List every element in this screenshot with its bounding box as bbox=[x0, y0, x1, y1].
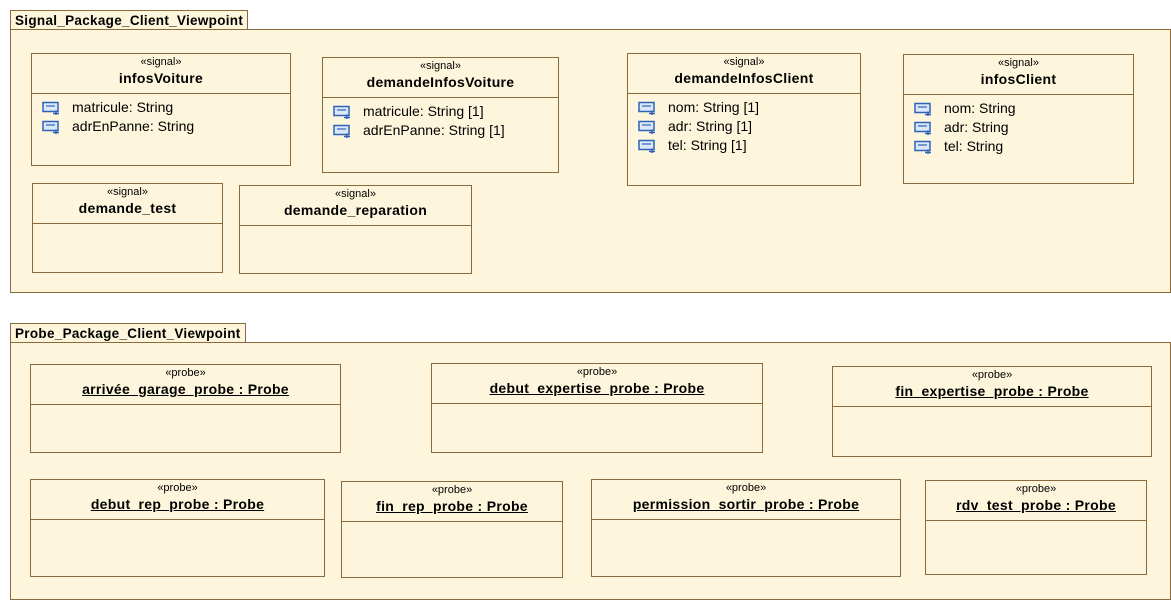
instance-name: fin_expertise_probe : Probe bbox=[895, 383, 1089, 399]
instance-name: arrivée_garage_probe : Probe bbox=[82, 381, 289, 397]
attribute-icon bbox=[914, 121, 931, 135]
attribute-compartment: nom: String adr: String tel: String bbox=[904, 95, 1133, 160]
probe-package-tab[interactable]: Probe_Package_Client_Viewpoint bbox=[10, 323, 246, 343]
attribute-row[interactable]: nom: String bbox=[910, 99, 1127, 118]
attribute-text: adrEnPanne: String [1] bbox=[363, 122, 505, 138]
attribute-text: tel: String [1] bbox=[668, 137, 747, 153]
stereotype-label: «signal» bbox=[335, 188, 376, 200]
class-name: demande_reparation bbox=[283, 202, 428, 218]
signal-class-demande-infos-client[interactable]: «signal» demandeInfosClient nom: String … bbox=[627, 53, 861, 186]
class-header: «probe» fin_rep_probe : Probe bbox=[342, 482, 562, 522]
attribute-text: nom: String bbox=[944, 100, 1016, 116]
attribute-compartment: nom: String [1] adr: String [1] tel: Str… bbox=[628, 94, 860, 159]
class-name: demandeInfosClient bbox=[674, 70, 814, 86]
class-name: infosClient bbox=[980, 71, 1057, 87]
attribute-icon bbox=[333, 105, 350, 119]
attribute-icon bbox=[914, 140, 931, 154]
attribute-icon bbox=[914, 102, 931, 116]
class-header: «signal» demandeInfosClient bbox=[628, 54, 860, 94]
probe-instance-fin-rep[interactable]: «probe» fin_rep_probe : Probe bbox=[341, 481, 563, 578]
probe-instance-debut-rep[interactable]: «probe» debut_rep_probe : Probe bbox=[30, 479, 325, 577]
class-header: «signal» demande_reparation bbox=[240, 186, 471, 226]
class-header: «signal» demande_test bbox=[33, 184, 222, 224]
instance-name: rdv_test_probe : Probe bbox=[956, 497, 1116, 513]
attribute-text: nom: String [1] bbox=[668, 99, 760, 115]
attribute-row[interactable]: adr: String [1] bbox=[634, 117, 854, 136]
class-header: «signal» infosClient bbox=[904, 55, 1133, 95]
attribute-icon bbox=[333, 124, 350, 138]
signal-class-demande-reparation[interactable]: «signal» demande_reparation bbox=[239, 185, 472, 274]
attribute-text: matricule: String [1] bbox=[363, 103, 484, 119]
stereotype-label: «probe» bbox=[1015, 483, 1057, 495]
class-header: «probe» debut_rep_probe : Probe bbox=[31, 480, 324, 520]
stereotype-label: «probe» bbox=[165, 367, 206, 379]
attribute-icon bbox=[42, 120, 59, 134]
instance-name: debut_rep_probe : Probe bbox=[90, 496, 265, 512]
stereotype-label: «probe» bbox=[725, 482, 767, 494]
class-header: «signal» demandeInfosVoiture bbox=[323, 58, 558, 98]
attribute-compartment: matricule: String adrEnPanne: String bbox=[32, 94, 290, 140]
attribute-row[interactable]: matricule: String [1] bbox=[329, 102, 552, 121]
class-header: «probe» arrivée_garage_probe : Probe bbox=[31, 365, 340, 405]
signal-class-demande-infos-voiture[interactable]: «signal» demandeInfosVoiture matricule: … bbox=[322, 57, 559, 173]
attribute-icon bbox=[638, 120, 655, 134]
attribute-row[interactable]: adrEnPanne: String [1] bbox=[329, 121, 552, 140]
signal-class-infos-client[interactable]: «signal» infosClient nom: String adr: St… bbox=[903, 54, 1134, 184]
stereotype-label: «probe» bbox=[971, 369, 1013, 381]
attribute-row[interactable]: adrEnPanne: String bbox=[38, 117, 284, 136]
attribute-icon bbox=[638, 101, 655, 115]
class-header: «probe» rdv_test_probe : Probe bbox=[926, 481, 1146, 521]
attribute-text: adrEnPanne: String bbox=[72, 118, 195, 134]
attribute-text: adr: String [1] bbox=[668, 118, 753, 134]
probe-instance-permission-sortir[interactable]: «probe» permission_sortir_probe : Probe bbox=[591, 479, 901, 577]
stereotype-label: «signal» bbox=[723, 56, 765, 68]
class-header: «probe» fin_expertise_probe : Probe bbox=[833, 367, 1151, 407]
signal-package-tab[interactable]: Signal_Package_Client_Viewpoint bbox=[10, 10, 249, 30]
signal-class-demande-test[interactable]: «signal» demande_test bbox=[32, 183, 223, 273]
attribute-row[interactable]: matricule: String bbox=[38, 98, 284, 117]
attribute-text: tel: String bbox=[944, 138, 1004, 154]
class-name: infosVoiture bbox=[118, 70, 204, 86]
attribute-icon bbox=[42, 101, 59, 115]
attribute-row[interactable]: adr: String bbox=[910, 118, 1127, 137]
probe-instance-fin-expertise[interactable]: «probe» fin_expertise_probe : Probe bbox=[832, 366, 1152, 457]
class-name: demande_test bbox=[78, 200, 177, 216]
stereotype-label: «signal» bbox=[140, 56, 182, 68]
attribute-icon bbox=[638, 139, 655, 153]
attribute-row[interactable]: tel: String [1] bbox=[634, 136, 854, 155]
probe-instance-debut-expertise[interactable]: «probe» debut_expertise_probe : Probe bbox=[431, 363, 763, 453]
attribute-row[interactable]: nom: String [1] bbox=[634, 98, 854, 117]
attribute-text: adr: String bbox=[944, 119, 1009, 135]
probe-instance-arrivee-garage[interactable]: «probe» arrivée_garage_probe : Probe bbox=[30, 364, 341, 453]
probe-package-title: Probe_Package_Client_Viewpoint bbox=[15, 326, 241, 341]
stereotype-label: «signal» bbox=[107, 186, 148, 198]
instance-name: permission_sortir_probe : Probe bbox=[632, 496, 860, 512]
signal-package-title: Signal_Package_Client_Viewpoint bbox=[15, 13, 244, 28]
class-header: «signal» infosVoiture bbox=[32, 54, 290, 94]
stereotype-label: «signal» bbox=[998, 57, 1039, 69]
attribute-compartment: matricule: String [1] adrEnPanne: String… bbox=[323, 98, 558, 144]
stereotype-label: «probe» bbox=[576, 366, 618, 378]
attribute-row[interactable]: tel: String bbox=[910, 137, 1127, 156]
class-header: «probe» debut_expertise_probe : Probe bbox=[432, 364, 762, 404]
instance-name: debut_expertise_probe : Probe bbox=[489, 380, 705, 396]
attribute-text: matricule: String bbox=[72, 99, 174, 115]
stereotype-label: «probe» bbox=[431, 484, 473, 496]
stereotype-label: «signal» bbox=[420, 60, 461, 72]
class-name: demandeInfosVoiture bbox=[366, 74, 515, 90]
stereotype-label: «probe» bbox=[157, 482, 198, 494]
class-header: «probe» permission_sortir_probe : Probe bbox=[592, 480, 900, 520]
probe-instance-rdv-test[interactable]: «probe» rdv_test_probe : Probe bbox=[925, 480, 1147, 575]
instance-name: fin_rep_probe : Probe bbox=[376, 498, 528, 514]
signal-class-infos-voiture[interactable]: «signal» infosVoiture matricule: String … bbox=[31, 53, 291, 166]
